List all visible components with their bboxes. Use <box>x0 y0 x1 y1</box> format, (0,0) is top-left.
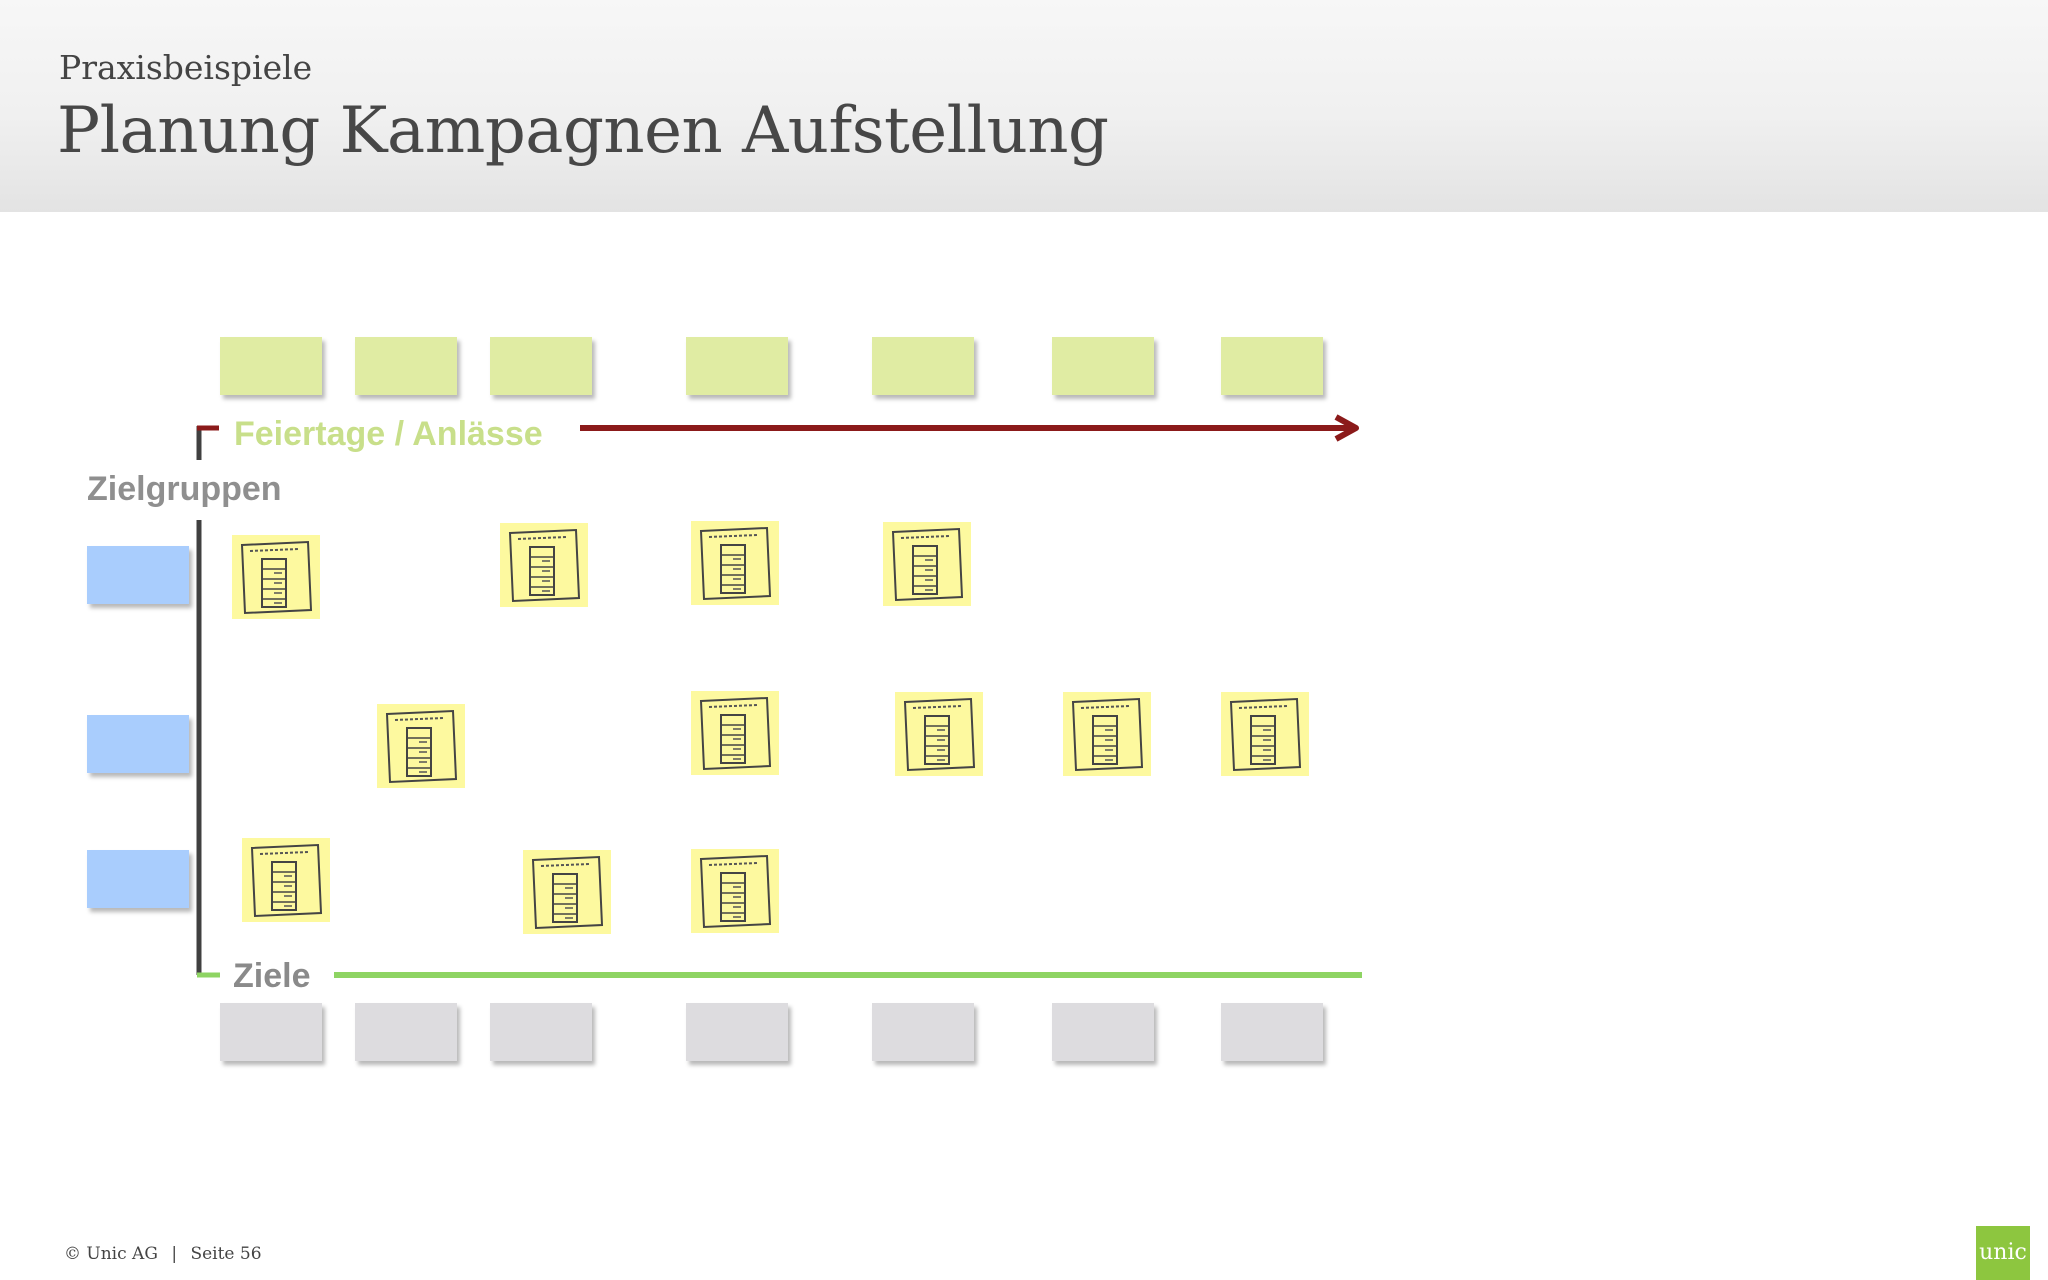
newsletter-sticky-note <box>691 521 779 605</box>
ziel-note <box>355 1003 457 1061</box>
newsletter-sticky-note <box>523 850 611 934</box>
slide-title: Planung Kampagnen Aufstellung <box>57 94 1109 168</box>
unic-logo: unic <box>1976 1226 2030 1280</box>
newsletter-sketch-icon <box>385 709 458 784</box>
newsletter-sketch-icon <box>1071 697 1144 772</box>
newsletter-sticky-note <box>691 691 779 775</box>
newsletter-sticky-note <box>377 704 465 788</box>
newsletter-sketch-icon <box>903 697 976 772</box>
newsletter-sticky-note <box>895 692 983 776</box>
ziel-note <box>1052 1003 1154 1061</box>
newsletter-sketch-icon <box>699 854 772 929</box>
zielgruppe-note <box>87 715 189 773</box>
newsletter-sketch-icon <box>891 527 964 602</box>
copyright-text: © Unic AG <box>64 1244 158 1264</box>
ziel-note <box>686 1003 788 1061</box>
feiertag-note <box>872 337 974 395</box>
newsletter-sketch-icon <box>1229 697 1302 772</box>
newsletter-sticky-note <box>883 522 971 606</box>
feiertag-note <box>1052 337 1154 395</box>
footer-separator: | <box>171 1244 178 1264</box>
newsletter-sketch-icon <box>699 696 772 771</box>
ziel-note <box>872 1003 974 1061</box>
slide-header: Praxisbeispiele Planung Kampagnen Aufste… <box>0 0 2048 212</box>
newsletter-sketch-icon <box>508 528 581 603</box>
newsletter-sticky-note <box>691 849 779 933</box>
feiertag-note <box>355 337 457 395</box>
zielgruppe-note <box>87 850 189 908</box>
slide-kicker: Praxisbeispiele <box>59 48 313 87</box>
newsletter-sticky-note <box>242 838 330 922</box>
feiertag-note <box>490 337 592 395</box>
feiertag-note <box>1221 337 1323 395</box>
newsletter-sketch-icon <box>531 855 604 930</box>
zielgruppen-label: Zielgruppen <box>87 470 282 508</box>
zielgruppe-note <box>87 546 189 604</box>
slide-footer: © Unic AG | Seite 56 <box>64 1244 262 1264</box>
newsletter-sticky-note <box>1221 692 1309 776</box>
arrow-head <box>1334 414 1359 442</box>
ziel-note <box>220 1003 322 1061</box>
page-number: Seite 56 <box>190 1244 262 1264</box>
newsletter-sketch-icon <box>699 526 772 601</box>
newsletter-sketch-icon <box>250 843 323 918</box>
feiertage-label: Feiertage / Anlässe <box>234 415 543 453</box>
feiertag-note <box>686 337 788 395</box>
newsletter-sketch-icon <box>240 540 313 615</box>
newsletter-sticky-note <box>500 523 588 607</box>
ziel-note <box>1221 1003 1323 1061</box>
newsletter-sticky-note <box>1063 692 1151 776</box>
ziele-label: Ziele <box>233 957 311 995</box>
newsletter-sticky-note <box>232 535 320 619</box>
ziel-note <box>490 1003 592 1061</box>
feiertag-note <box>220 337 322 395</box>
